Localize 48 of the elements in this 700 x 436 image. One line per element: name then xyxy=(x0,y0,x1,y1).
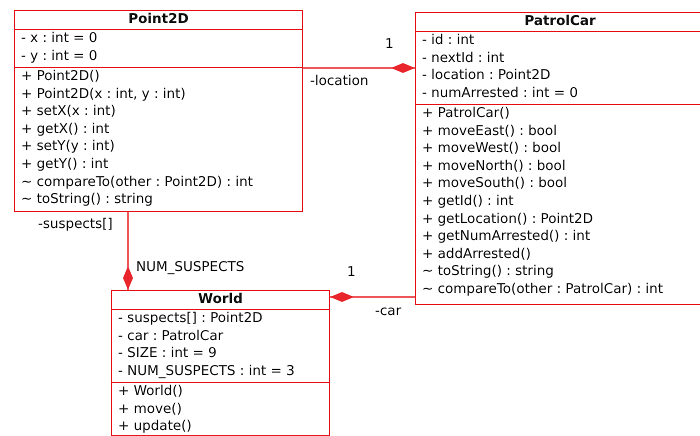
method-text: + getY() : int xyxy=(21,156,108,174)
composition-line xyxy=(330,292,415,302)
method-text: ~ toString() : string xyxy=(422,263,554,281)
method-text: + moveNorth() : bool xyxy=(422,158,566,176)
class-box xyxy=(415,12,700,305)
edge-label: -suspects[] xyxy=(38,216,113,232)
attribute-text: - x : int = 0 xyxy=(21,30,98,48)
attribute-text: - id : int xyxy=(422,32,474,50)
multiplicity-label: 1 xyxy=(347,264,356,280)
multiplicity-label: NUM_SUSPECTS xyxy=(136,259,244,275)
method-text: ~ compareTo(other : Point2D) : int xyxy=(21,174,253,192)
method-text: + getX() : int xyxy=(21,120,110,138)
method-text: + setY(y : int) xyxy=(21,138,115,156)
composition-line xyxy=(303,63,415,73)
method-text: ~ toString() : string xyxy=(21,191,153,209)
method-text: + Point2D() xyxy=(21,68,100,86)
method-text: + getId() : int xyxy=(422,192,514,211)
class-box xyxy=(111,290,330,436)
edge-label: -car xyxy=(375,303,402,319)
method-text: + Point2D(x : int, y : int) xyxy=(21,86,186,104)
class-name: Point2D xyxy=(127,11,190,28)
method-text: + PatrolCar() xyxy=(422,105,510,123)
attribute-text: - location : Point2D xyxy=(422,67,550,85)
method-text: + addArrested() xyxy=(422,246,531,264)
method-text: + moveEast() : bool xyxy=(422,122,557,140)
attribute-text: - numArrested : int = 0 xyxy=(422,84,578,102)
class-name: World xyxy=(197,291,244,308)
attribute-text: - car : PatrolCar xyxy=(118,328,224,346)
method-text: + setX(x : int) xyxy=(21,103,116,121)
method-text: + moveSouth() : bool xyxy=(422,175,568,193)
class-name: PatrolCar xyxy=(523,13,597,30)
method-text: + move() xyxy=(118,400,182,418)
attribute-text: - suspects[] : Point2D xyxy=(118,310,263,328)
method-text: ~ compareTo(other : PatrolCar) : int xyxy=(422,280,664,299)
multiplicity-label: 1 xyxy=(385,36,394,52)
composition-line xyxy=(123,212,133,290)
method-compartment xyxy=(112,382,329,436)
method-text: + getLocation() : Point2D xyxy=(422,210,594,228)
attribute-text: - SIZE : int = 9 xyxy=(118,345,217,363)
method-text: + update() xyxy=(118,418,192,436)
method-text: + moveWest() : bool xyxy=(422,140,562,158)
edge-label: -location xyxy=(310,73,368,89)
attribute-text: - nextId : int xyxy=(422,50,504,68)
attribute-text: - y : int = 0 xyxy=(21,48,98,66)
attribute-text: - NUM_SUSPECTS : int = 3 xyxy=(118,362,295,380)
method-text: + getNumArrested() : int xyxy=(422,228,590,246)
method-text: + World() xyxy=(118,383,183,401)
class-box xyxy=(14,10,303,212)
